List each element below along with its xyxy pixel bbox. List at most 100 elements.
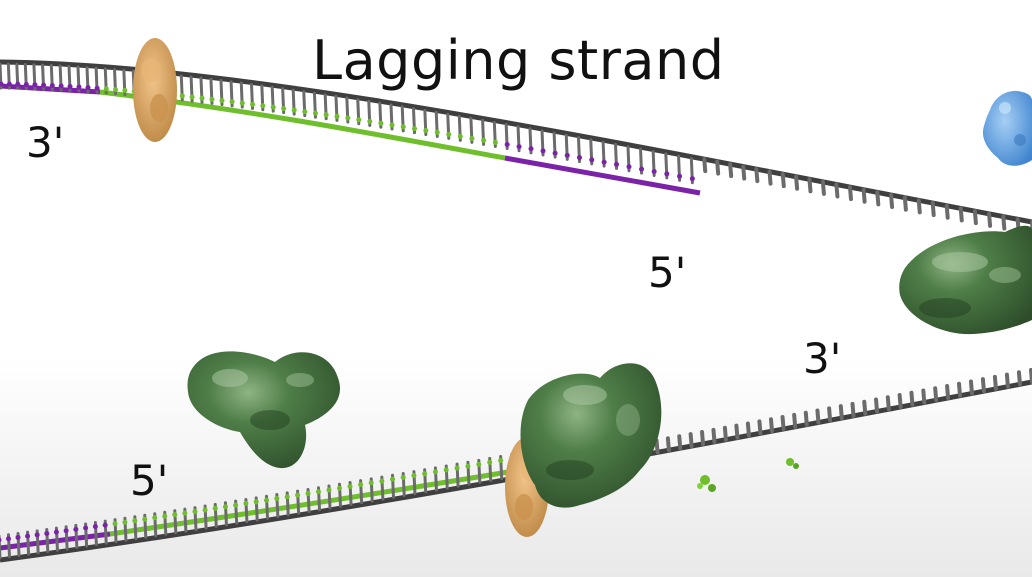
- dna-base-dot: [260, 103, 266, 109]
- top-rna-primer-left: [0, 83, 101, 95]
- dna-base-pair: [780, 415, 786, 432]
- dna-base-pair: [958, 206, 964, 223]
- dna-base-dot: [41, 82, 47, 88]
- dna-base-dot: [172, 512, 178, 518]
- dna-base-pair: [757, 419, 763, 436]
- dna-base-dot: [312, 110, 318, 116]
- dna-base-dot: [626, 164, 632, 170]
- dna-base-dot: [6, 81, 12, 87]
- dna-base-pair: [1004, 372, 1010, 389]
- dna-base-pair: [768, 417, 774, 434]
- dna-base-pair: [933, 386, 939, 403]
- dna-base-dot: [443, 467, 449, 473]
- dna-base-dot: [302, 109, 308, 115]
- dna-base-pair: [875, 190, 881, 207]
- top-unpaired-bases: [702, 157, 1032, 236]
- dna-base-pair: [665, 436, 671, 453]
- dna-base-dot: [469, 135, 475, 141]
- dna-base-pair: [921, 388, 927, 405]
- dna-base-pair: [780, 172, 786, 189]
- dna-base-dot: [23, 82, 29, 88]
- dna-base-pair: [820, 179, 826, 196]
- dna-base-dot: [132, 518, 138, 524]
- dna-base-dot: [49, 83, 55, 89]
- dna-base-pair: [897, 393, 903, 410]
- dna-base-pair: [815, 408, 821, 425]
- dna-base-dot: [432, 469, 438, 475]
- dna-base-dot: [142, 516, 148, 522]
- dna-base-dot: [378, 120, 384, 126]
- dna-polymerase-icon: [520, 363, 662, 508]
- dna-base-pair: [794, 174, 800, 191]
- dna-base-pair: [677, 434, 683, 451]
- dna-base-dot: [400, 474, 406, 480]
- dna-base-dot: [202, 507, 208, 513]
- dna-base-dot: [253, 499, 259, 505]
- dna-base-dot: [233, 502, 239, 508]
- dna-base-dot: [504, 142, 510, 148]
- dna-base-dot: [44, 530, 50, 536]
- dna-base-dot: [552, 150, 558, 156]
- dna-base-dot: [481, 137, 487, 143]
- dna-base-pair: [827, 406, 833, 423]
- dna-base-dot: [589, 157, 595, 163]
- dna-base-dot: [367, 118, 373, 124]
- dna-base-pair: [838, 404, 844, 421]
- dna-base-dot: [222, 504, 228, 510]
- diagram-title: Lagging strand: [312, 29, 725, 92]
- dna-base-dot: [368, 480, 374, 486]
- dna-base-pair: [767, 169, 773, 186]
- dna-base-pair: [807, 177, 813, 194]
- dna-base-dot: [179, 93, 185, 99]
- top-paired-rungs: [0, 62, 695, 185]
- dna-base-dot: [5, 536, 11, 542]
- dna-base-dot: [498, 457, 504, 463]
- dna-base-dot: [67, 83, 73, 89]
- dna-base-dot: [250, 101, 256, 107]
- dna-base-pair: [987, 211, 993, 228]
- dna-base-dot: [412, 126, 418, 132]
- middle-5prime-label: 5': [648, 248, 687, 297]
- dna-base-pair: [916, 198, 922, 215]
- dna-base-pair: [874, 397, 880, 414]
- dna-base-dot: [334, 113, 340, 119]
- dna-base-dot: [390, 476, 396, 482]
- dna-base-pair: [944, 203, 950, 220]
- dna-base-dot: [219, 98, 225, 104]
- dna-base-dot: [540, 148, 546, 154]
- dna-base-dot: [281, 106, 287, 112]
- dna-base-pair: [711, 427, 717, 444]
- dna-base-dot: [152, 515, 158, 521]
- dna-base-pair: [945, 383, 951, 400]
- free-nucleotide-icon: [786, 458, 799, 469]
- dna-base-dot: [92, 524, 98, 530]
- dna-base-dot: [677, 173, 683, 179]
- dna-base-pair: [885, 395, 891, 412]
- dna-base-dot: [411, 473, 417, 479]
- dna-base-dot: [336, 485, 342, 491]
- dna-base-dot: [182, 510, 188, 516]
- dna-base-pair: [847, 185, 853, 202]
- dna-base-dot: [476, 461, 482, 467]
- dna-base-dot: [102, 522, 108, 528]
- dna-base-dot: [356, 117, 362, 123]
- dna-base-dot: [639, 166, 645, 172]
- dna-base-dot: [434, 129, 440, 135]
- dna-base-dot: [295, 492, 301, 498]
- dna-base-dot: [239, 100, 245, 106]
- dna-base-pair: [700, 430, 706, 447]
- dna-base-dot: [651, 168, 657, 174]
- top-rna-primer-right: [504, 155, 701, 196]
- dna-base-pair: [654, 438, 660, 455]
- dna-base-dot: [103, 86, 109, 92]
- dna-base-pair: [980, 377, 986, 394]
- dna-base-dot: [162, 513, 168, 519]
- dna-base-dot: [122, 519, 128, 525]
- dna-base-dot: [492, 139, 498, 145]
- dna-base-dot: [291, 107, 297, 113]
- dna-base-dot: [122, 87, 128, 93]
- dna-base-dot: [614, 161, 620, 167]
- dna-polymerase-icon: [899, 225, 1032, 335]
- bottom-new-dna-strand: [109, 467, 521, 537]
- dna-base-dot: [315, 489, 321, 495]
